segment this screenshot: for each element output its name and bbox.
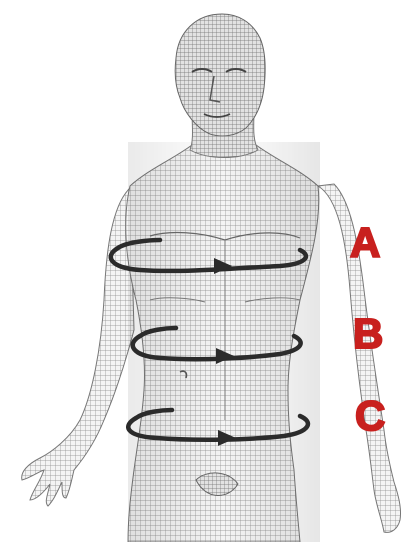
label-c: C (355, 395, 385, 437)
body-silhouette (22, 14, 401, 542)
label-b: B (353, 313, 383, 355)
left-arm (22, 188, 134, 506)
label-a: A (350, 222, 380, 264)
